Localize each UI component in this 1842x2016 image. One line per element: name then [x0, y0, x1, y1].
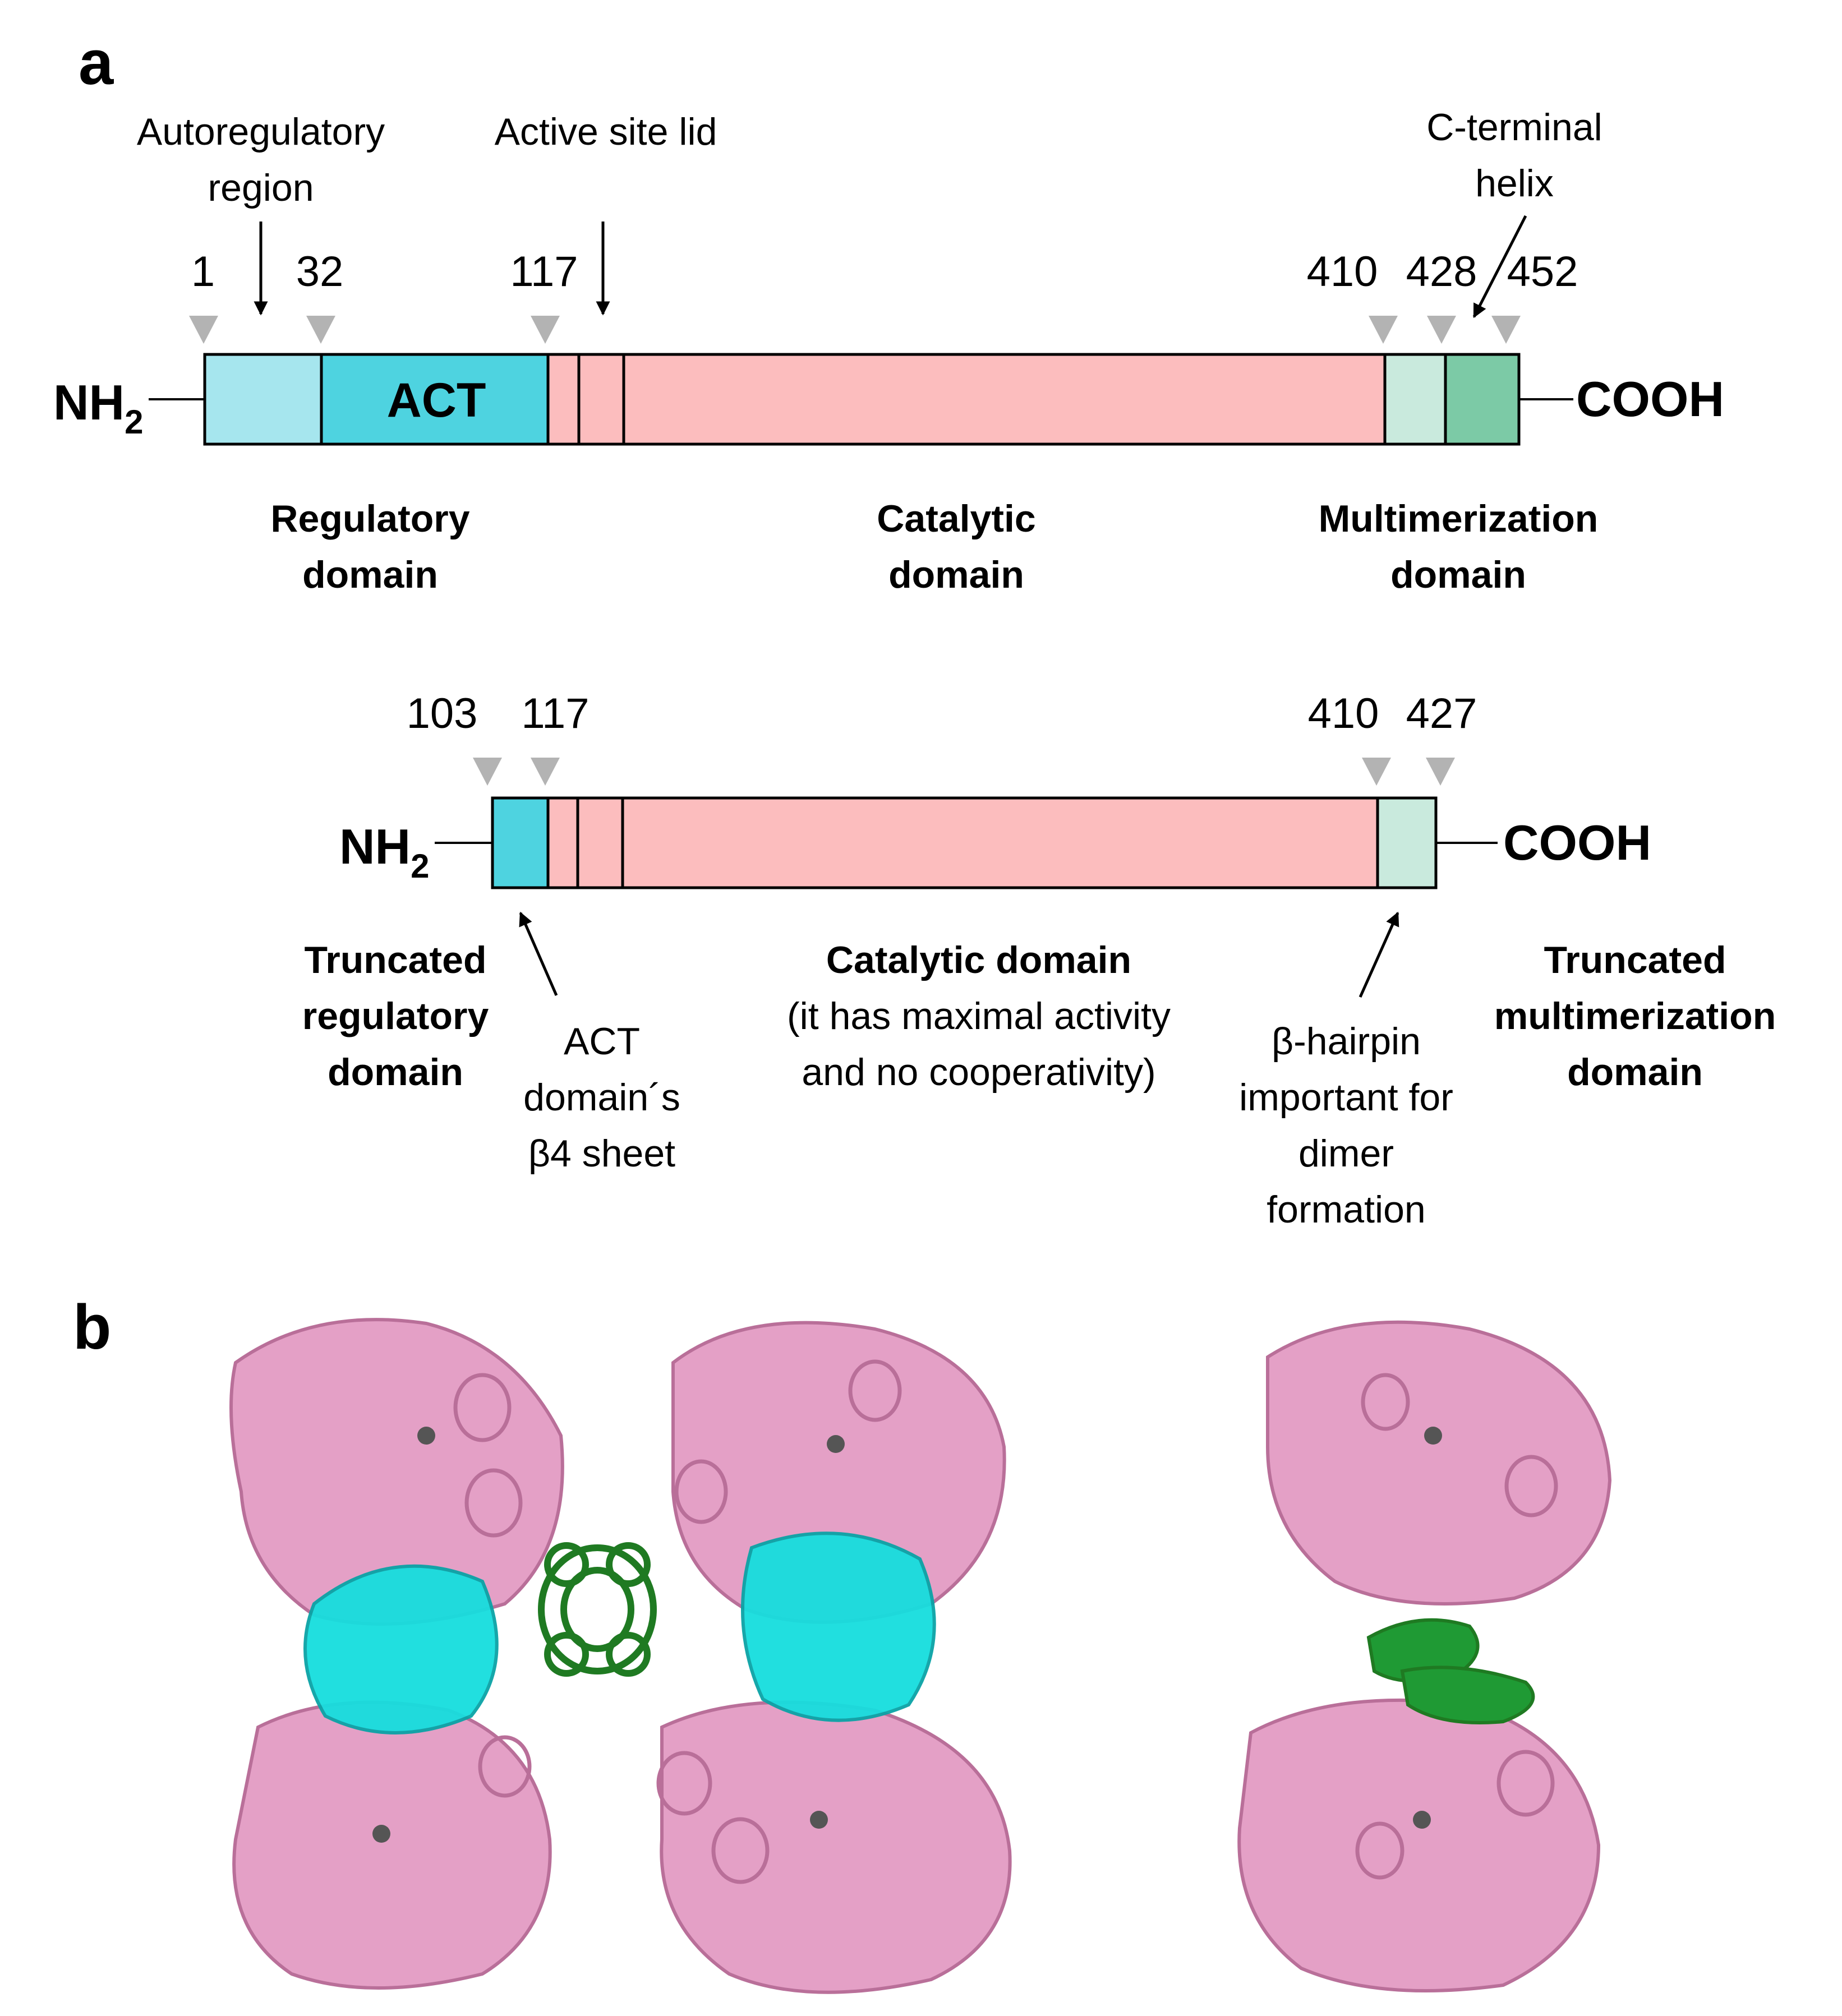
- marker-triangle: [1427, 316, 1456, 344]
- marker-triangle: [531, 758, 560, 786]
- beta-hairpin-segment: [1376, 796, 1438, 889]
- lid-segment-2-truncated: [576, 796, 624, 889]
- marker-number-117-truncated: 117: [521, 690, 589, 737]
- dimer-beta-hairpins: [1366, 1618, 1535, 1724]
- truncated-multimerization-label-line1: Truncated: [1544, 939, 1726, 981]
- act-label: ACT: [387, 373, 486, 427]
- dimer-helix-coils: [1355, 1373, 1558, 1880]
- act-segment: [320, 353, 550, 446]
- marker-number-452: 452: [1507, 248, 1578, 296]
- nh2-label-full: NH2: [53, 375, 143, 441]
- marker-triangle: [1426, 758, 1455, 786]
- c-terminal-helix-label-line2: helix: [1475, 162, 1554, 205]
- multimerization-domain-label-line1: Multimerization: [1319, 497, 1599, 540]
- marker-triangle: [1491, 316, 1521, 344]
- act-beta4-label-line2: domain´s: [523, 1076, 680, 1119]
- lid-segment-1-truncated: [546, 796, 579, 889]
- marker-number-428: 428: [1406, 248, 1477, 296]
- nh2-main: NH: [339, 819, 411, 874]
- autoregulatory-segment: [203, 353, 323, 446]
- panel-b-label: b: [73, 1292, 111, 1362]
- regulatory-domain-label-line2: domain: [302, 553, 438, 596]
- lid-segment-1: [546, 353, 581, 446]
- marker-triangles-full: [189, 316, 1521, 344]
- active-site-lid-label: Active site lid: [495, 110, 717, 153]
- act-beta4-label-line1: ACT: [564, 1020, 640, 1063]
- beta-hairpin-label-line4: formation: [1267, 1188, 1425, 1231]
- marker-triangle: [531, 316, 560, 344]
- catalytic-segment: [622, 353, 1387, 446]
- beta-hairpin-label-line3: dimer: [1298, 1132, 1394, 1175]
- act-beta4-arrow: [519, 911, 558, 996]
- nh2-label-truncated: NH2: [339, 819, 429, 885]
- dimer-structure-image: [1237, 1320, 1612, 1992]
- beta-hairpin-label-line2: important for: [1239, 1076, 1453, 1119]
- tetramer-structure-image: [229, 1318, 1012, 1994]
- tetramer-helix-coils: [453, 1359, 902, 1884]
- marker-triangle: [306, 316, 335, 344]
- beta-hairpin-arrow: [1359, 911, 1399, 998]
- catalytic-domain-label-line1: Catalytic: [877, 497, 1035, 540]
- truncated-multimerization-label-line3: domain: [1567, 1051, 1703, 1094]
- dimer-catalytic-ribbons: [1237, 1320, 1612, 1992]
- marker-triangle: [1362, 758, 1391, 786]
- catalytic-domain-truncated-label-line3: and no cooperativity): [802, 1051, 1155, 1094]
- multimerization-domain-label-line2: domain: [1390, 553, 1526, 596]
- marker-number-103: 103: [407, 690, 478, 737]
- c-terminal-helix-label-line1: C-terminal: [1426, 106, 1602, 149]
- marker-number-1: 1: [191, 248, 215, 296]
- tetramer-catalytic-ribbons: [229, 1318, 1012, 1994]
- cooh-label-truncated: COOH: [1503, 815, 1651, 870]
- marker-triangle: [1369, 316, 1398, 344]
- marker-triangle: [473, 758, 502, 786]
- cooh-label-full: COOH: [1576, 371, 1724, 427]
- marker-number-117: 117: [510, 248, 578, 296]
- truncated-regulatory-label-line1: Truncated: [305, 939, 487, 981]
- truncated-multimerization-label-line2: multimerization: [1494, 995, 1776, 1037]
- marker-number-410: 410: [1307, 248, 1378, 296]
- multimerization-light-segment: [1383, 353, 1447, 446]
- lid-segment-2: [577, 353, 625, 446]
- catalytic-domain-truncated-label-line1: Catalytic domain: [826, 939, 1131, 981]
- catalytic-domain-truncated-label-line2: (it has maximal activity: [787, 995, 1171, 1037]
- marker-number-410-truncated: 410: [1308, 690, 1379, 737]
- tetramer-multimerization-helices: [538, 1542, 657, 1677]
- truncated-regulatory-label-line2: regulatory: [302, 995, 489, 1037]
- tetramer-metal-ions: [372, 1427, 845, 1843]
- marker-number-32: 32: [296, 248, 344, 296]
- autoregulatory-label-line1: Autoregulatory: [137, 110, 385, 153]
- autoregulatory-label-line2: region: [208, 167, 314, 209]
- dimer-metal-ions: [1413, 1427, 1442, 1829]
- marker-triangle: [189, 316, 218, 344]
- panel-a-label: a: [79, 27, 114, 98]
- act-beta4-segment: [491, 796, 550, 889]
- c-terminal-helix-arrow: [1472, 215, 1527, 319]
- truncated-regulatory-label-line3: domain: [328, 1051, 463, 1094]
- truncated-bar: [435, 796, 1498, 889]
- full-length-bar: ACT: [149, 353, 1573, 446]
- marker-number-427: 427: [1406, 690, 1477, 737]
- catalytic-segment-truncated: [621, 796, 1379, 889]
- nh2-main: NH: [53, 375, 125, 430]
- beta-hairpin-label-line1: β-hairpin: [1272, 1020, 1421, 1063]
- c-terminal-helix-segment: [1444, 353, 1521, 446]
- act-beta4-label-line3: β4 sheet: [528, 1132, 675, 1175]
- nh2-subscript: 2: [125, 403, 143, 441]
- marker-triangles-truncated: [473, 758, 1455, 786]
- regulatory-domain-label-line1: Regulatory: [270, 497, 469, 540]
- tetramer-act-ribbons: [303, 1531, 936, 1734]
- nh2-subscript: 2: [411, 847, 429, 885]
- catalytic-domain-label-line2: domain: [888, 553, 1024, 596]
